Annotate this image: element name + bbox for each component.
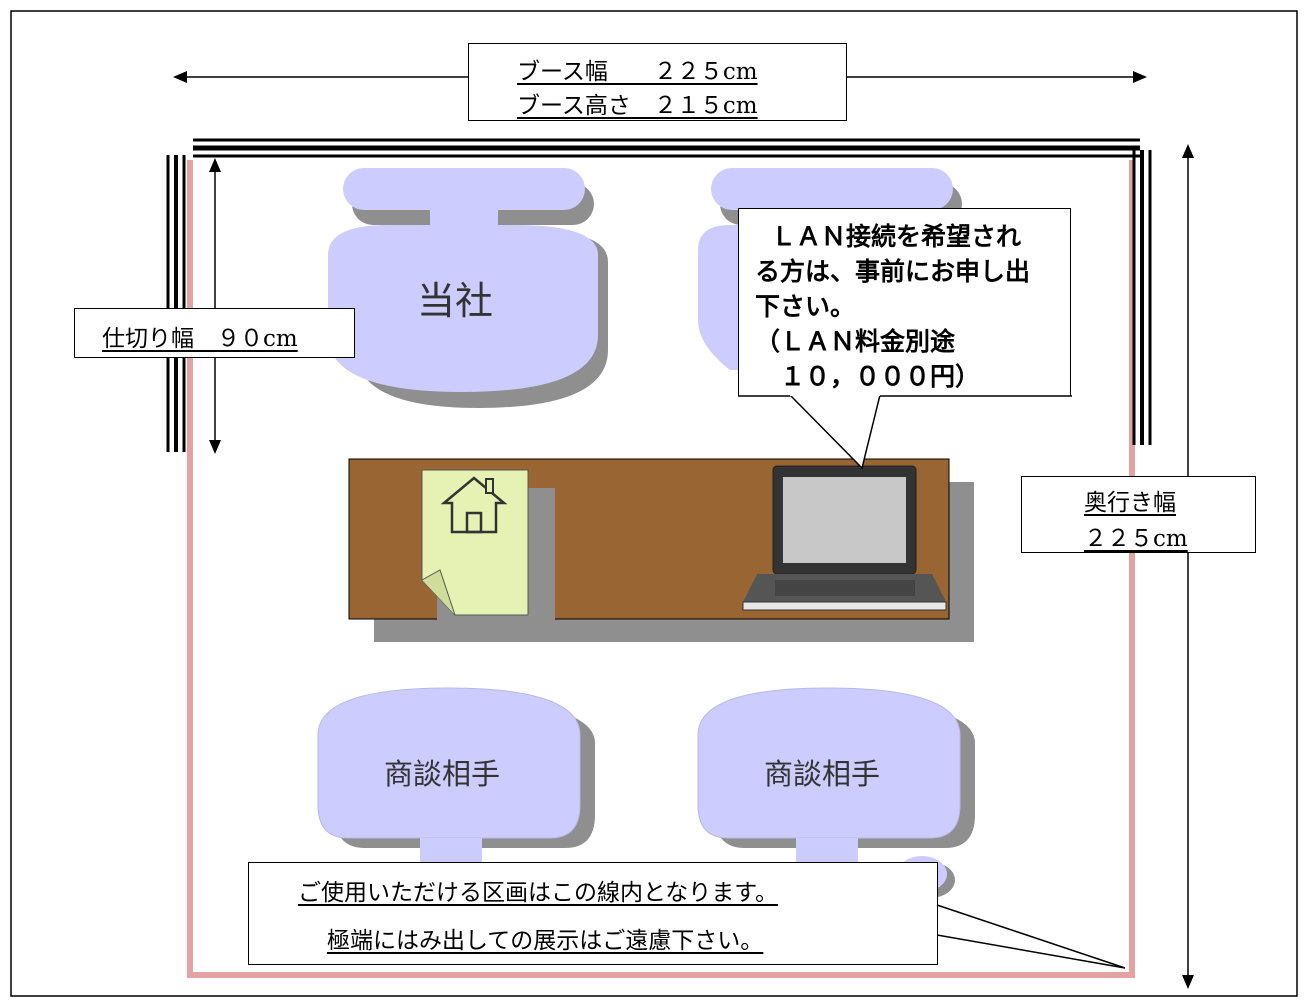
client-chair-left: [317, 687, 596, 866]
depth-text-line1: 奥行き幅: [1084, 490, 1176, 516]
client-chair-right-label: 商談相手: [764, 757, 881, 791]
lan-callout-pointer: [788, 394, 881, 470]
lan-callout-line4: （ＬＡＮ料金別途: [755, 327, 956, 356]
lan-callout-line5: １０，０００円）: [755, 362, 981, 391]
client-chair-right: [697, 687, 976, 898]
client-chair-left-label: 商談相手: [384, 757, 501, 791]
company-chair-label: 当社: [417, 279, 494, 323]
lan-callout-bottom: [738, 395, 1072, 397]
lan-callout-line2: る方は、事前にお申し出: [755, 257, 1031, 286]
area-note-line1: ご使用いただける区画はこの線内となります。: [298, 880, 779, 906]
area-note-line2: 極端にはみ出しての展示はご遠慮下さい。: [327, 928, 764, 954]
booth-height-text: ブース高さ ２１５cm: [517, 93, 758, 119]
partition-width-label: 仕切り幅 ９０cm: [74, 308, 355, 358]
booth-size-label: ブース幅 ２２５cm ブース高さ ２１５cm: [468, 43, 847, 121]
area-note-pointer: [936, 903, 1126, 969]
area-note-callout: ご使用いただける区画はこの線内となります。 極端にはみ出しての展示はご遠慮下さい…: [248, 862, 938, 965]
depth-label: 奥行き幅 ２２５cm: [1021, 476, 1256, 553]
left-partition: [166, 155, 186, 452]
partition-width-text: 仕切り幅 ９０cm: [102, 326, 298, 352]
page-border: [10, 10, 1298, 997]
document-icon: [421, 469, 555, 620]
partition-width-arrow: [209, 158, 221, 454]
booth-width-arrow: [173, 71, 1147, 83]
lan-callout-line1: ＬＡＮ接続を希望され: [771, 222, 1022, 251]
lan-callout-line3: 下さい。: [755, 292, 856, 321]
usable-area-boundary: [187, 160, 1135, 978]
booth-width-text: ブース幅 ２２５cm: [517, 59, 758, 85]
back-wall: [193, 138, 1140, 158]
depth-text-line2: ２２５cm: [1084, 526, 1188, 552]
house-icon: [440, 476, 508, 534]
company-chair: [328, 168, 608, 408]
depth-arrow: [1182, 144, 1194, 989]
laptop-icon: [742, 465, 947, 611]
right-partition: [1132, 150, 1152, 445]
lan-callout: ＬＡＮ接続を希望され る方は、事前にお申し出 下さい。 （ＬＡＮ料金別途 １０，…: [738, 208, 1071, 396]
